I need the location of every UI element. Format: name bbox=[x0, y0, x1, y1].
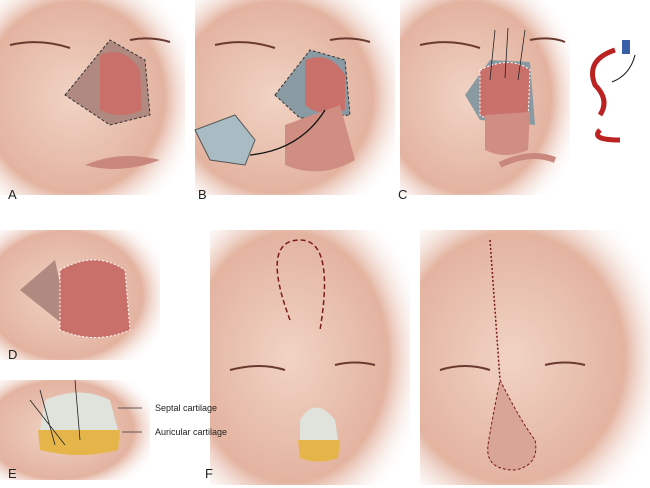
panel-label-f: F bbox=[205, 466, 213, 481]
panel-b-face bbox=[194, 0, 395, 195]
septal-cartilage-label: Septal cartilage bbox=[155, 403, 218, 413]
panel-label-b: B bbox=[198, 187, 207, 202]
panel-label-a: A bbox=[8, 187, 17, 202]
panel-label-c: C bbox=[398, 187, 408, 202]
auricular-cartilage-label: Auricular cartilage bbox=[155, 427, 228, 437]
panel-a-face bbox=[0, 0, 185, 195]
panel-c-face bbox=[400, 0, 636, 195]
panel-f-faces bbox=[210, 230, 650, 485]
panel-label-e: E bbox=[8, 466, 17, 481]
panel-e-nose bbox=[0, 379, 150, 480]
panel-d-nose bbox=[0, 230, 160, 360]
panel-label-d: D bbox=[8, 347, 18, 362]
